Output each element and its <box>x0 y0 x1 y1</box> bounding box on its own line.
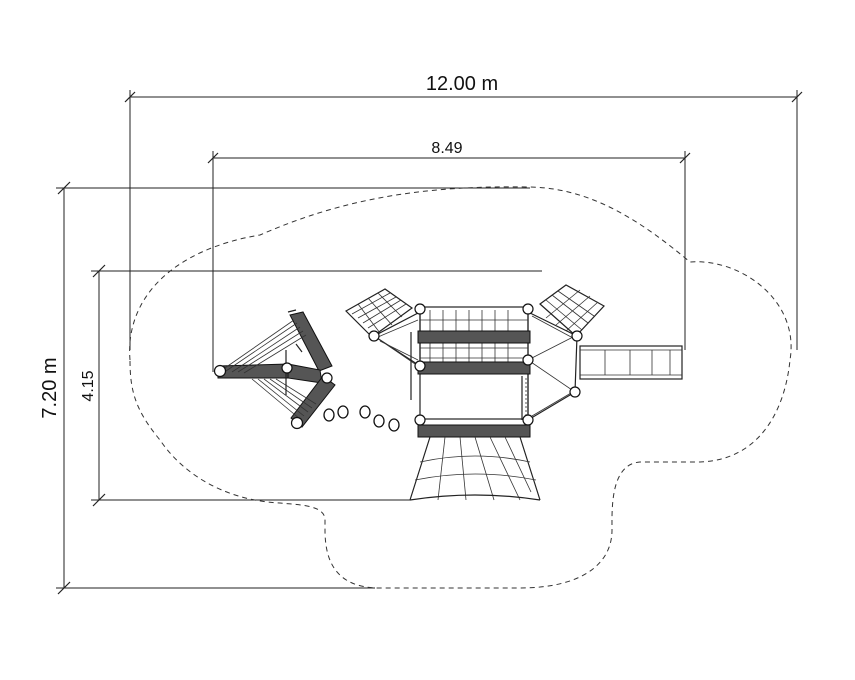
tower-post <box>414 360 426 372</box>
tower-post <box>522 414 534 426</box>
tower-post <box>368 330 380 342</box>
dimension-overall-depth: 7.20 m <box>39 181 530 595</box>
climbing-net-upper-right <box>539 284 605 337</box>
dimension-equipment-width: 8.49 <box>207 140 691 372</box>
a-frame-log-climber <box>213 309 336 430</box>
tower-post <box>522 303 534 315</box>
dimension-equipment-depth: 4.15 <box>80 264 542 507</box>
equipment-width-label: 8.49 <box>431 140 462 157</box>
bridge-beam-bottom <box>417 424 531 438</box>
stepping-stone <box>388 418 400 432</box>
slide-ramp <box>579 345 683 380</box>
climbing-net-upper-left <box>345 288 414 338</box>
dimension-overall-width: 12.00 m <box>124 73 803 350</box>
bridge-beam-top <box>417 330 531 344</box>
stepping-stone <box>337 405 349 419</box>
overall-width-label: 12.00 m <box>426 73 498 95</box>
climbing-net-bottom <box>409 436 541 501</box>
log-end-post <box>213 364 227 378</box>
tower-post <box>522 354 534 366</box>
log-end-post <box>281 362 293 374</box>
tower-post <box>569 386 581 398</box>
stepping-stone <box>323 408 335 422</box>
safety-zone-outline <box>129 186 792 589</box>
tower-post <box>414 414 426 426</box>
log-beam-left <box>217 363 289 379</box>
stepping-stone <box>359 405 371 419</box>
log-beam-upper <box>289 311 333 372</box>
equipment-depth-label: 4.15 <box>80 370 97 401</box>
stepping-stone <box>373 414 385 428</box>
bridge-beam-middle <box>417 361 531 375</box>
main-tower <box>345 284 683 501</box>
overall-depth-label: 7.20 m <box>39 357 61 418</box>
log-end-post <box>290 416 304 430</box>
log-end-post <box>321 372 333 384</box>
tower-post <box>414 303 426 315</box>
tower-post <box>571 330 583 342</box>
stepping-stones <box>323 405 400 432</box>
